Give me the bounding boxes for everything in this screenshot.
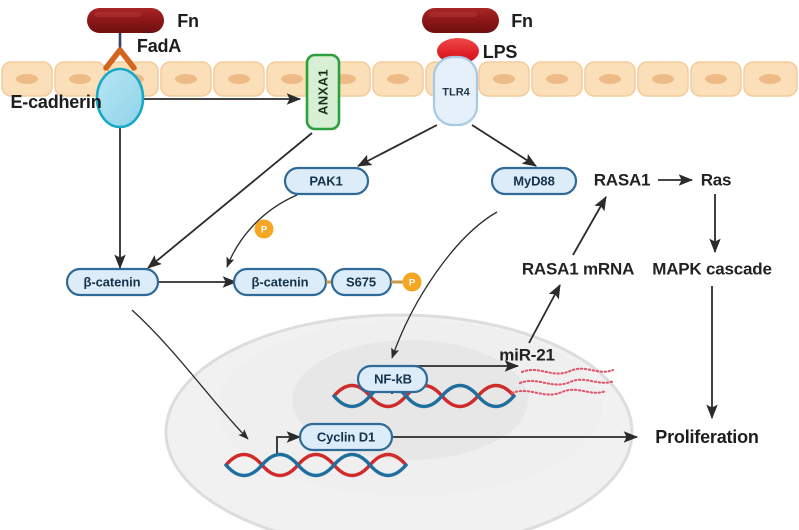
label-beta-catenin-2: β-catenin [251, 274, 309, 290]
edge-anxa1-betacatenin [147, 132, 313, 269]
edge-pak1-betacatenin2 [226, 194, 298, 268]
tlr4-receptor [432, 55, 479, 127]
edge-mir21-mrna [528, 284, 561, 344]
label-phosphate-1: P [260, 224, 268, 236]
label-proliferation: Proliferation [655, 427, 759, 447]
label-mapk-cascade: MAPK cascade [652, 259, 772, 279]
label-anxa1: ANXA1 [315, 68, 331, 116]
label-pak1: PAK1 [309, 173, 343, 189]
label-rasa1: RASA1 [593, 170, 651, 190]
label-cyclin-d1: Cyclin D1 [316, 429, 376, 445]
label-phosphate-2: P [408, 277, 416, 289]
edge-dna-cyclind1 [276, 431, 302, 455]
label-fn-left: Fn [177, 11, 199, 31]
edge-mrna-rasa1 [572, 196, 607, 256]
label-lps: LPS [482, 42, 518, 62]
phosphate-circles [254, 219, 422, 292]
label-fada: FadA [136, 36, 182, 56]
edge-tlr4-pak1 [357, 124, 438, 167]
edge-layer [114, 93, 721, 455]
ecadherin-receptor [95, 67, 145, 129]
label-s675: S675 [346, 274, 376, 290]
fada-adhesin [103, 33, 137, 71]
label-mir21: miR-21 [499, 345, 555, 365]
label-nfkb: NF-kB [374, 371, 412, 387]
label-beta-catenin-1: β-catenin [83, 274, 141, 290]
label-tlr4: TLR4 [442, 86, 470, 99]
edge-betacatenin-nucleus [131, 309, 249, 440]
label-rasa1-mrna: RASA1 mRNA [521, 259, 635, 279]
edge-myd88-nfkb [391, 211, 498, 359]
edge-tlr4-myd88 [471, 124, 537, 167]
label-fn-right: Fn [511, 11, 533, 31]
label-ecadherin: E-cadherin [10, 92, 102, 112]
mir21-transcripts [510, 367, 616, 396]
bacterium-fn-right [422, 8, 499, 33]
bacterium-fn-left [87, 8, 164, 33]
label-ras: Ras [700, 170, 732, 190]
anxa1-box [305, 53, 341, 131]
protein-pill-shapes [65, 166, 578, 452]
label-myd88: MyD88 [513, 173, 555, 189]
dna-strand-lower [224, 452, 408, 478]
